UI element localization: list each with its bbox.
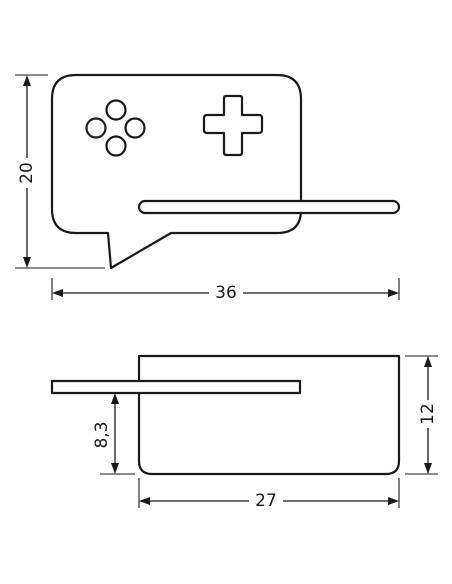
button-left-circle (85, 117, 107, 139)
shelf-height-label: 8,3 (92, 421, 112, 448)
dimension-bottom-width: 27 (138, 478, 400, 512)
side-tray (137, 354, 401, 476)
speech-bubble-panel (50, 73, 303, 270)
dimension-front-width: 36 (51, 278, 400, 304)
front-view (50, 73, 401, 270)
front-height-label: 20 (17, 162, 37, 184)
dimension-front-height: 20 (15, 74, 105, 269)
button-bottom-circle (105, 135, 127, 157)
button-top-circle (105, 99, 127, 121)
front-width-label: 36 (215, 283, 237, 303)
front-shelf (137, 199, 401, 215)
dimension-shelf-height: 8,3 (92, 393, 135, 475)
bottom-width-label: 27 (255, 491, 277, 511)
side-depth-label: 12 (418, 403, 438, 425)
side-shelf (50, 379, 302, 395)
dimension-side-depth: 12 (405, 355, 438, 475)
gamepad-buttons-icon (85, 99, 146, 157)
dpad-cross-icon (202, 94, 264, 157)
side-view (50, 354, 401, 476)
button-right-circle (124, 117, 146, 139)
